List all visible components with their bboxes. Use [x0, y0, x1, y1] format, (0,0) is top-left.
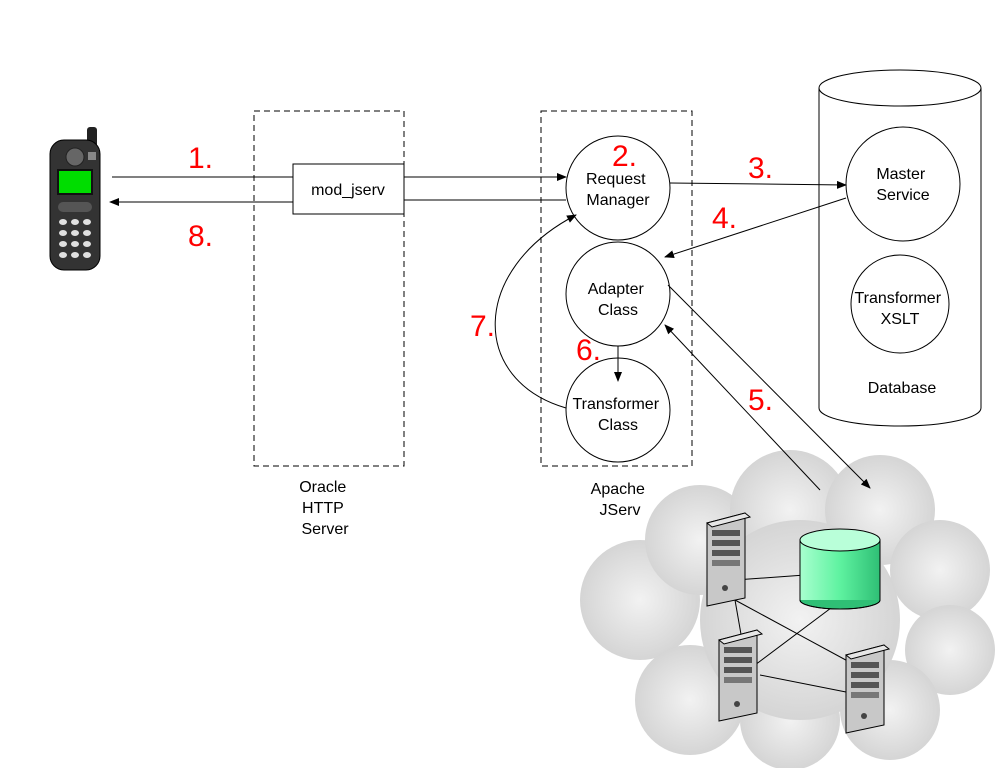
adapter-class-label: Adapter Class	[588, 281, 649, 319]
step-labels: 1. 2. 3. 4. 5. 6. 7. 8.	[188, 140, 773, 417]
flow-arrows	[109, 173, 871, 491]
step-3-label: 3.	[748, 152, 773, 185]
step-8-label: 8.	[188, 220, 213, 253]
apache-jserv-container	[540, 110, 693, 467]
arrow-request-manager-to-master-service	[669, 180, 847, 189]
server-icon	[717, 629, 764, 722]
master-service-label: Master Service	[876, 166, 929, 204]
step-1-label: 1.	[188, 142, 213, 175]
transformer-class-node: Transformer Class	[565, 357, 671, 463]
transformer-xslt-node: Transformer XSLT	[850, 254, 950, 354]
request-manager-label: Request Manager	[586, 171, 650, 209]
master-service-node: Master Service	[845, 126, 961, 242]
database-cylinder	[818, 69, 982, 427]
step-2-label: 2.	[612, 140, 637, 173]
arrow-adapter-to-network	[667, 284, 871, 489]
adapter-class-node: Adapter Class	[565, 241, 671, 347]
arrow-transformer-to-request-manager	[494, 214, 577, 409]
step-7-label: 7.	[470, 310, 495, 343]
transformer-class-label: Transformer Class	[573, 396, 664, 434]
transformer-xslt-label: Transformer XSLT	[855, 290, 946, 328]
arrow-master-service-to-adapter-class	[664, 197, 847, 259]
oracle-http-server-container	[253, 110, 405, 467]
mod-jserv-box	[292, 163, 405, 215]
network-db-cylinder	[799, 528, 881, 610]
network-links	[734, 574, 856, 693]
request-manager-node: Request Manager	[565, 135, 671, 241]
server-icon	[705, 512, 752, 607]
arrow-network-to-adapter	[664, 324, 821, 491]
apache-jserv-label: Apache JServ	[591, 481, 650, 519]
step-5-label: 5.	[748, 384, 773, 417]
mobile-phone-icon	[49, 127, 101, 271]
oracle-http-server-label: Oracle HTTP Server	[299, 479, 351, 538]
step-6-label: 6.	[576, 334, 601, 367]
step-4-label: 4.	[712, 202, 737, 235]
database-label: Database	[868, 380, 937, 397]
server-icon	[844, 644, 891, 734]
mod-jserv-label: mod_jserv	[311, 182, 385, 199]
